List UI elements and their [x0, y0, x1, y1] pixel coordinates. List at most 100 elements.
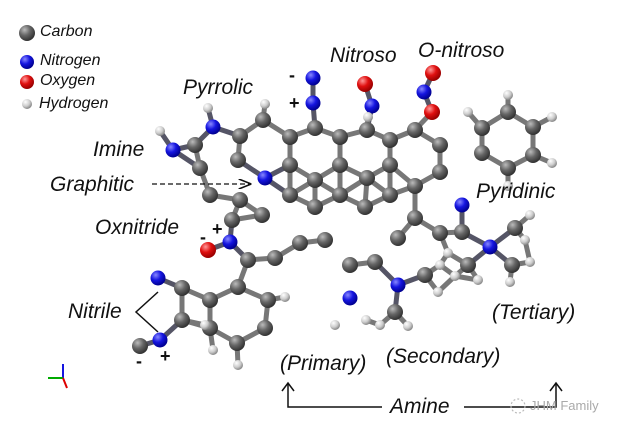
hydrogen-atom	[503, 181, 513, 191]
label-oxnitride: Oxnitride	[95, 216, 180, 239]
watermark-text: JHM Family	[530, 398, 599, 413]
label-tertiary: (Tertiary)	[492, 301, 576, 324]
carbon-atom	[282, 129, 298, 145]
carbon-atom	[359, 170, 375, 186]
nitrogen-atom	[305, 95, 321, 111]
label-amine: Amine	[390, 395, 450, 418]
carbon-atom	[255, 112, 271, 128]
tertiary-arrowhead	[549, 381, 563, 392]
label-primary: (Primary)	[280, 352, 367, 375]
carbon-atom	[525, 147, 541, 163]
nitrile-bracket	[134, 291, 159, 333]
hydrogen-atom	[155, 126, 165, 136]
nitrogen-atom	[305, 70, 321, 86]
hydrogen-atom	[435, 260, 445, 270]
legend-hydrogen: Hydrogen	[39, 95, 109, 112]
nitrogen-atom	[342, 290, 358, 306]
label-pyrrolic: Pyrrolic	[183, 76, 254, 99]
carbon-atom	[432, 225, 448, 241]
carbon-atom	[307, 172, 323, 188]
hydrogen-atom	[525, 257, 535, 267]
charge-minus-nitrile: -	[136, 351, 142, 371]
carbon-atom	[307, 120, 323, 136]
hydrogen-atom	[361, 315, 371, 325]
legend-carbon: Carbon	[40, 23, 93, 40]
carbon-atom	[230, 152, 246, 168]
hydrogen-atom	[450, 271, 460, 281]
carbon-atom	[202, 292, 218, 308]
hydrogen-atom	[503, 90, 513, 100]
charge-minus-diazo: -	[289, 65, 295, 85]
carbon-atom	[174, 280, 190, 296]
carbon-atom	[229, 335, 245, 351]
carbon-atom	[432, 164, 448, 180]
hydrogen-atom	[260, 99, 270, 109]
legend-nitrogen: Nitrogen	[40, 52, 101, 69]
hydrogen-atom	[473, 275, 483, 285]
carbon-atom	[500, 104, 516, 120]
carbon-atom	[359, 122, 375, 138]
hydrogen-atom	[375, 320, 385, 330]
carbon-atom	[460, 257, 476, 273]
carbon-atom	[224, 212, 240, 228]
carbon-atom	[407, 122, 423, 138]
hydrogen-atom	[525, 210, 535, 220]
hydrogen-atom	[443, 248, 453, 258]
carbon-atom	[382, 132, 398, 148]
hydrogen-atom	[520, 235, 530, 245]
carbon-atom	[417, 267, 433, 283]
label-pyridinic: Pyridinic	[476, 180, 556, 203]
carbon-atom	[292, 235, 308, 251]
nitrogen-atom	[152, 332, 168, 348]
carbon-atom	[240, 252, 256, 268]
hydrogen-atom	[547, 158, 557, 168]
carbon-atom	[282, 157, 298, 173]
carbon-atom	[282, 187, 298, 203]
oxygen-atom	[200, 242, 216, 258]
legend-oxygen-sphere	[20, 75, 34, 89]
carbon-atom	[387, 304, 403, 320]
carbon-atom	[504, 257, 520, 273]
nitrogen-atom	[257, 170, 273, 186]
amine-bracket-left	[287, 383, 382, 408]
carbon-atom	[407, 210, 423, 226]
legend-oxygen: Oxygen	[40, 72, 96, 89]
carbon-atom	[132, 338, 148, 354]
carbon-atom	[317, 232, 333, 248]
legend-hydrogen-sphere	[22, 99, 32, 109]
carbon-atom	[390, 230, 406, 246]
carbon-atom	[474, 120, 490, 136]
charge-plus-oxnitride: +	[212, 219, 223, 239]
label-imine: Imine	[93, 138, 145, 161]
carbon-atom	[307, 199, 323, 215]
hydrogen-atom	[363, 112, 373, 122]
oxygen-atom	[357, 76, 373, 92]
carbon-atom	[382, 187, 398, 203]
watermark-icon	[510, 398, 526, 414]
carbon-atom	[525, 119, 541, 135]
carbon-atom	[432, 137, 448, 153]
carbon-atom	[454, 224, 470, 240]
nitrogen-atom	[205, 119, 221, 135]
carbon-atom	[407, 178, 423, 194]
carbon-atom	[174, 312, 190, 328]
hydrogen-atom	[330, 320, 340, 330]
label-nitrile: Nitrile	[68, 300, 122, 323]
legend-carbon-sphere	[19, 25, 35, 41]
label-secondary: (Secondary)	[386, 345, 501, 368]
carbon-atom	[474, 145, 490, 161]
carbon-atom	[507, 220, 523, 236]
charge-plus-nitrile: +	[160, 346, 171, 366]
hydrogen-atom	[280, 292, 290, 302]
hydrogen-atom	[233, 360, 243, 370]
carbon-atom	[500, 160, 516, 176]
carbon-atom	[357, 199, 373, 215]
carbon-atom	[187, 137, 203, 153]
charge-plus-diazo: +	[289, 93, 300, 113]
carbon-atom	[192, 160, 208, 176]
carbon-atom	[332, 187, 348, 203]
carbon-atom	[230, 279, 246, 295]
label-graphitic: Graphitic	[50, 173, 135, 196]
carbon-atom	[232, 128, 248, 144]
